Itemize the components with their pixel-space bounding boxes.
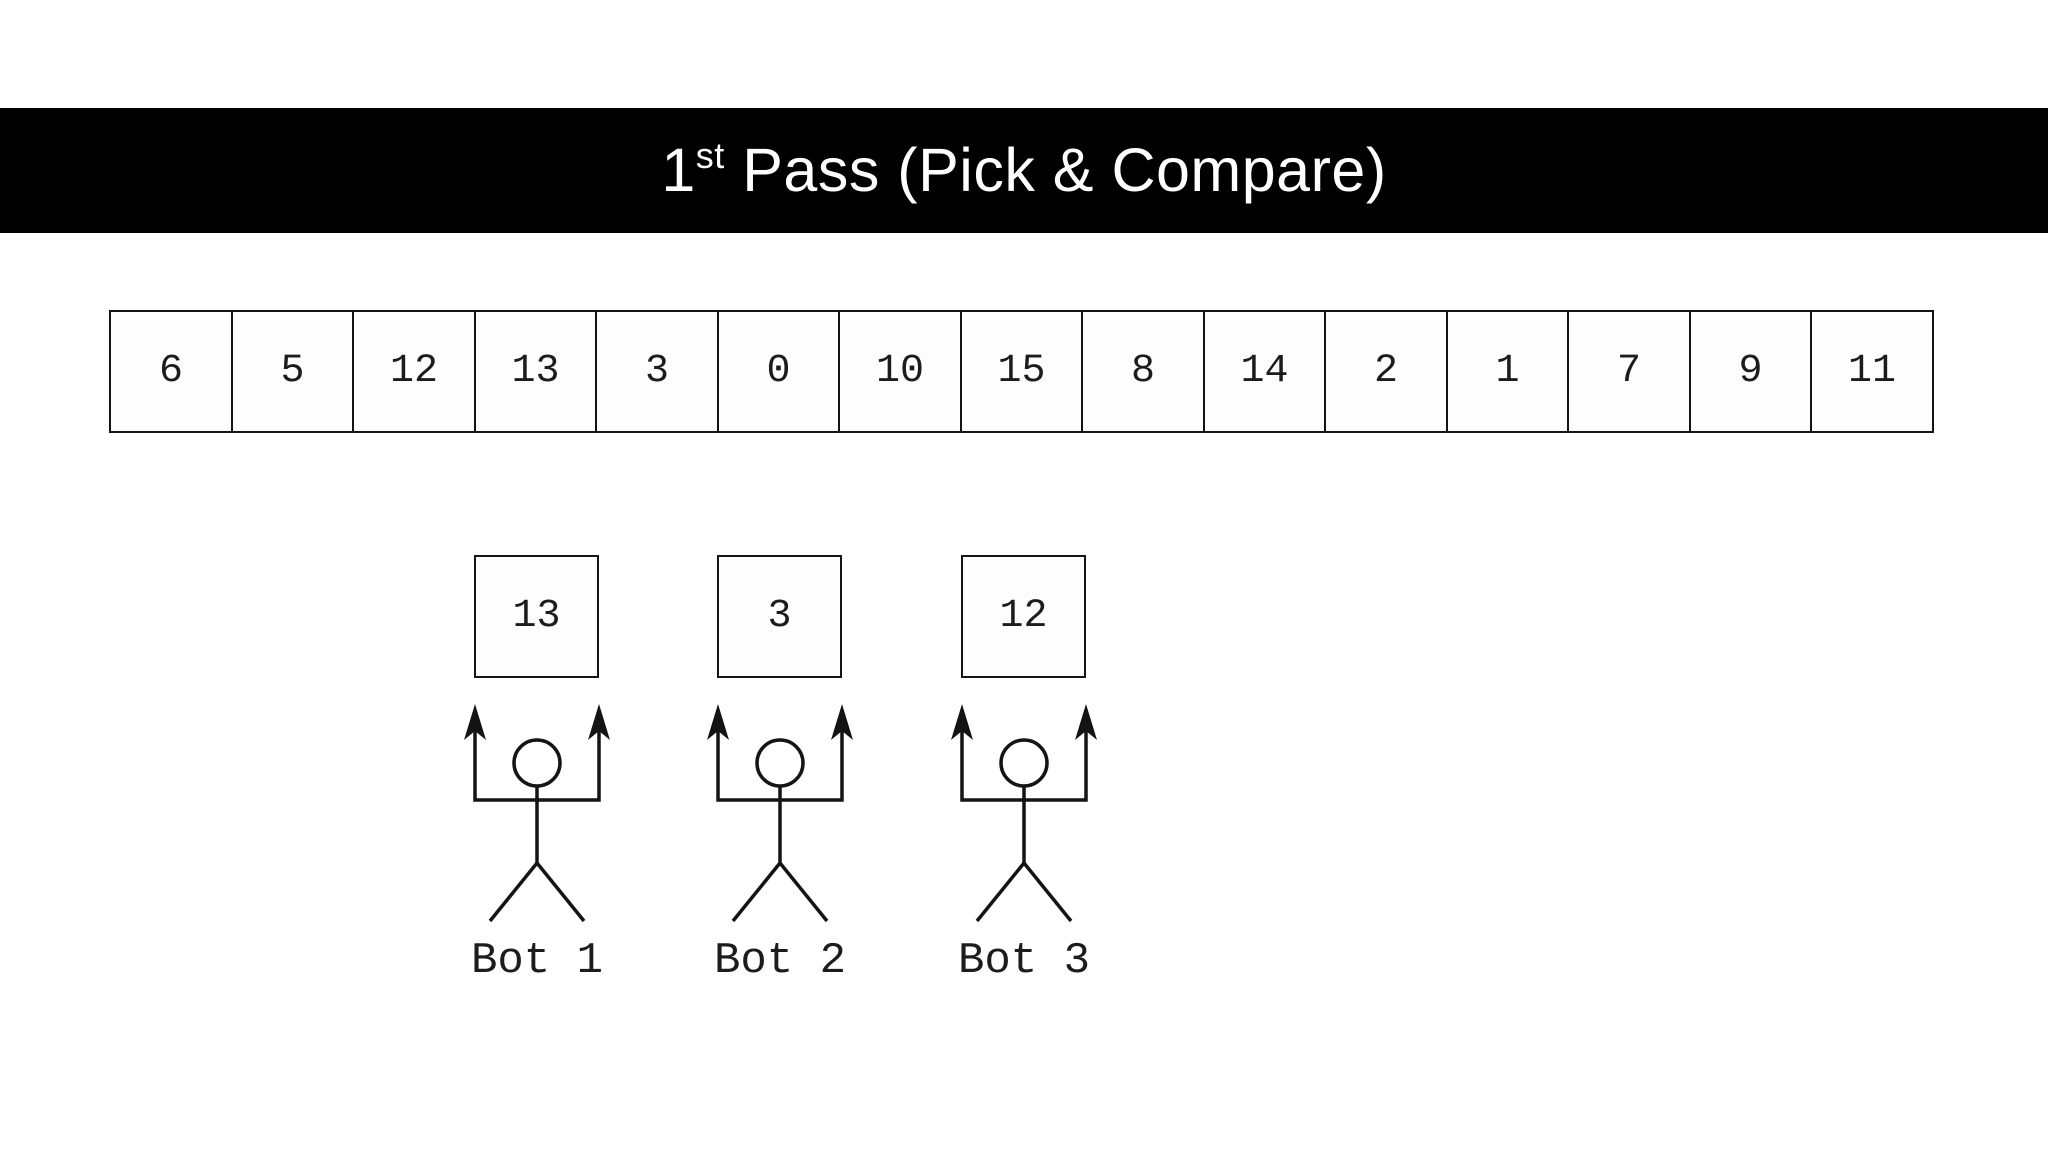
array-cell-9: 14 bbox=[1202, 310, 1327, 433]
array-cell-value: 1 bbox=[1495, 349, 1520, 394]
up-arrow-icon bbox=[707, 704, 729, 740]
up-arrow-icon bbox=[831, 704, 853, 740]
picked-value: 13 bbox=[512, 594, 561, 639]
array-cell-value: 13 bbox=[511, 349, 560, 394]
stick-figure-icon bbox=[707, 704, 853, 923]
array-cell-14: 11 bbox=[1810, 310, 1934, 433]
array-cell-value: 8 bbox=[1130, 349, 1155, 394]
array-cell-3: 13 bbox=[473, 310, 598, 433]
array-cell-0: 6 bbox=[109, 310, 233, 433]
title-ordinal-suffix: st bbox=[695, 135, 725, 176]
array-cell-value: 5 bbox=[280, 349, 305, 394]
slide-title: 1st Pass (Pick & Compare) bbox=[661, 108, 1386, 233]
picked-value: 12 bbox=[999, 594, 1048, 639]
bot-group-1: 13 Bot 1 bbox=[461, 555, 613, 1015]
stick-figure-icon bbox=[951, 704, 1097, 923]
bot-group-3: 12 Bot 3 bbox=[948, 555, 1100, 1015]
bot-group-2: 3 Bot 2 bbox=[704, 555, 856, 1015]
array-cell-value: 2 bbox=[1373, 349, 1398, 394]
array-cell-4: 3 bbox=[595, 310, 719, 433]
array-cell-value: 0 bbox=[766, 349, 791, 394]
array-cell-value: 7 bbox=[1616, 349, 1641, 394]
picked-value: 3 bbox=[767, 594, 792, 639]
array-cell-6: 10 bbox=[838, 310, 962, 433]
bot-2-label: Bot 2 bbox=[713, 936, 847, 986]
bot-1-picked-value-box: 13 bbox=[474, 555, 599, 678]
title-number: 1 bbox=[661, 136, 696, 204]
up-arrow-icon bbox=[588, 704, 610, 740]
array-cell-7: 15 bbox=[959, 310, 1084, 433]
title-rest: Pass (Pick & Compare) bbox=[724, 136, 1387, 204]
array-cell-value: 6 bbox=[158, 349, 183, 394]
array-cell-value: 11 bbox=[1847, 349, 1896, 394]
up-arrow-icon bbox=[464, 704, 486, 740]
array-cell-13: 9 bbox=[1688, 310, 1813, 433]
array-cell-value: 9 bbox=[1738, 349, 1763, 394]
array-cell-12: 7 bbox=[1567, 310, 1691, 433]
array-cell-5: 0 bbox=[716, 310, 841, 433]
number-array: 6 5 12 13 3 0 10 15 8 14 2 1 7 9 11 bbox=[109, 310, 1934, 433]
up-arrow-icon bbox=[951, 704, 973, 740]
array-cell-10: 2 bbox=[1324, 310, 1448, 433]
array-cell-value: 15 bbox=[997, 349, 1046, 394]
array-cell-2: 12 bbox=[352, 310, 476, 433]
array-cell-value: 10 bbox=[875, 349, 924, 394]
bot-2-picked-value-box: 3 bbox=[717, 555, 842, 678]
array-cell-1: 5 bbox=[230, 310, 355, 433]
array-cell-value: 14 bbox=[1240, 349, 1289, 394]
array-cell-value: 12 bbox=[389, 349, 438, 394]
stick-figure-icon bbox=[464, 704, 610, 923]
bot-1-label: Bot 1 bbox=[470, 936, 604, 986]
array-cell-value: 3 bbox=[644, 349, 669, 394]
title-bar: 1st Pass (Pick & Compare) bbox=[0, 108, 2048, 233]
array-cell-11: 1 bbox=[1445, 310, 1570, 433]
array-cell-8: 8 bbox=[1081, 310, 1205, 433]
bot-3-label: Bot 3 bbox=[957, 936, 1091, 986]
bot-3-picked-value-box: 12 bbox=[961, 555, 1086, 678]
up-arrow-icon bbox=[1075, 704, 1097, 740]
